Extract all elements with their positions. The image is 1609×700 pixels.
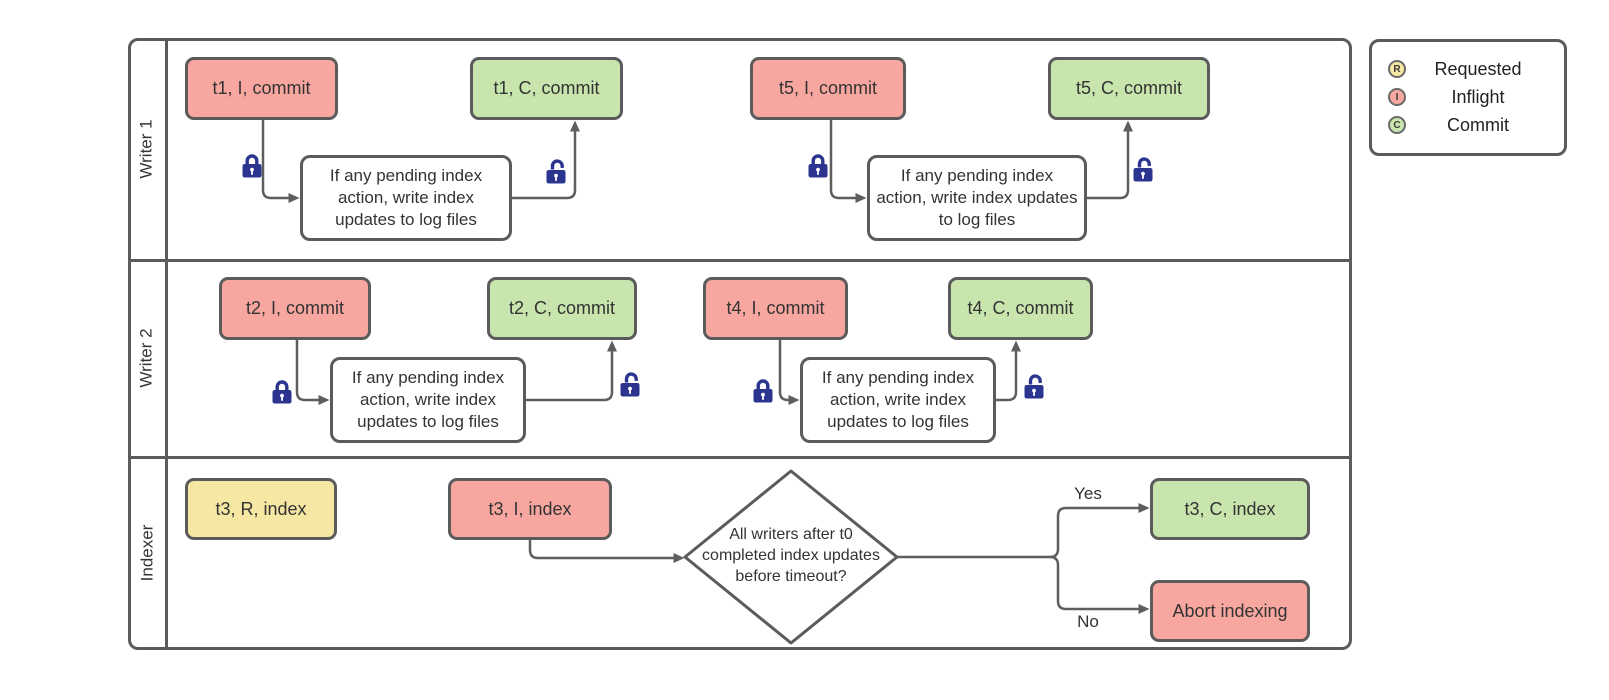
node-t1-inflight: t1, I, commit — [185, 57, 338, 120]
node-t3-requested: t3, R, index — [185, 478, 337, 540]
swimlane-frame — [128, 38, 1352, 650]
connector-no-branch — [1049, 555, 1150, 614]
legend-label-commit: Commit — [1447, 114, 1509, 135]
lock-open-icon — [544, 159, 568, 186]
connector-process-to-t4-commit — [996, 340, 1021, 402]
node-t4-commit: t4, C, commit — [948, 277, 1093, 340]
node-t5-commit: t5, C, commit — [1048, 57, 1210, 120]
legend-row-requested: R Requested — [1388, 55, 1550, 83]
legend-label-inflight: Inflight — [1451, 86, 1505, 107]
lane-divider-2 — [128, 456, 1352, 459]
decision-diamond-shape — [683, 469, 899, 645]
legend-row-commit: C Commit — [1388, 111, 1550, 139]
node-t3-inflight: t3, I, index — [448, 478, 612, 540]
node-t2-commit: t2, C, commit — [487, 277, 637, 340]
connector-t3-inflight-to-decision — [528, 540, 685, 563]
node-t4-inflight: t4, I, commit — [703, 277, 848, 340]
lock-closed-icon — [751, 379, 775, 405]
node-process-t5: If any pending index action, write index… — [867, 155, 1087, 241]
requested-state-icon: R — [1388, 60, 1406, 78]
lock-open-icon — [618, 372, 642, 399]
legend: R Requested I Inflight C Commit — [1369, 39, 1567, 156]
connector-process-to-t1-commit — [512, 120, 580, 200]
legend-label-requested: Requested — [1434, 58, 1522, 79]
commit-state-icon: C — [1388, 116, 1406, 134]
lock-closed-icon — [270, 380, 294, 406]
connector-t2-inflight-to-process — [295, 340, 330, 405]
node-t2-inflight: t2, I, commit — [219, 277, 371, 340]
lock-closed-icon — [240, 154, 264, 180]
no-branch-label: No — [1077, 612, 1099, 631]
inflight-state-icon: I — [1388, 88, 1406, 106]
lane-divider-1 — [128, 259, 1352, 262]
lane-header-divider — [165, 38, 168, 650]
node-process-t1: If any pending index action, write index… — [300, 155, 512, 241]
node-t5-inflight: t5, I, commit — [750, 57, 906, 120]
node-abort-indexing: Abort indexing — [1150, 580, 1310, 642]
connector-process-to-t2-commit — [526, 340, 617, 402]
decision-label: All writers after t0 completed index upd… — [702, 526, 880, 585]
connector-t4-inflight-to-process — [778, 340, 800, 405]
node-t1-commit: t1, C, commit — [470, 57, 623, 120]
connector-t5-inflight-to-process — [829, 120, 867, 203]
legend-row-inflight: I Inflight — [1388, 83, 1550, 111]
lock-open-icon — [1131, 157, 1155, 184]
lock-closed-icon — [806, 154, 830, 180]
connector-process-to-t5-commit — [1087, 120, 1133, 200]
node-t3-commit: t3, C, index — [1150, 478, 1310, 540]
connector-t1-inflight-to-process — [261, 120, 300, 203]
lock-open-icon — [1022, 374, 1046, 401]
yes-branch-label: Yes — [1074, 484, 1102, 503]
node-process-t2: If any pending index action, write index… — [330, 357, 526, 443]
connector-yes-branch — [1049, 503, 1150, 559]
node-process-t4: If any pending index action, write index… — [800, 357, 996, 443]
